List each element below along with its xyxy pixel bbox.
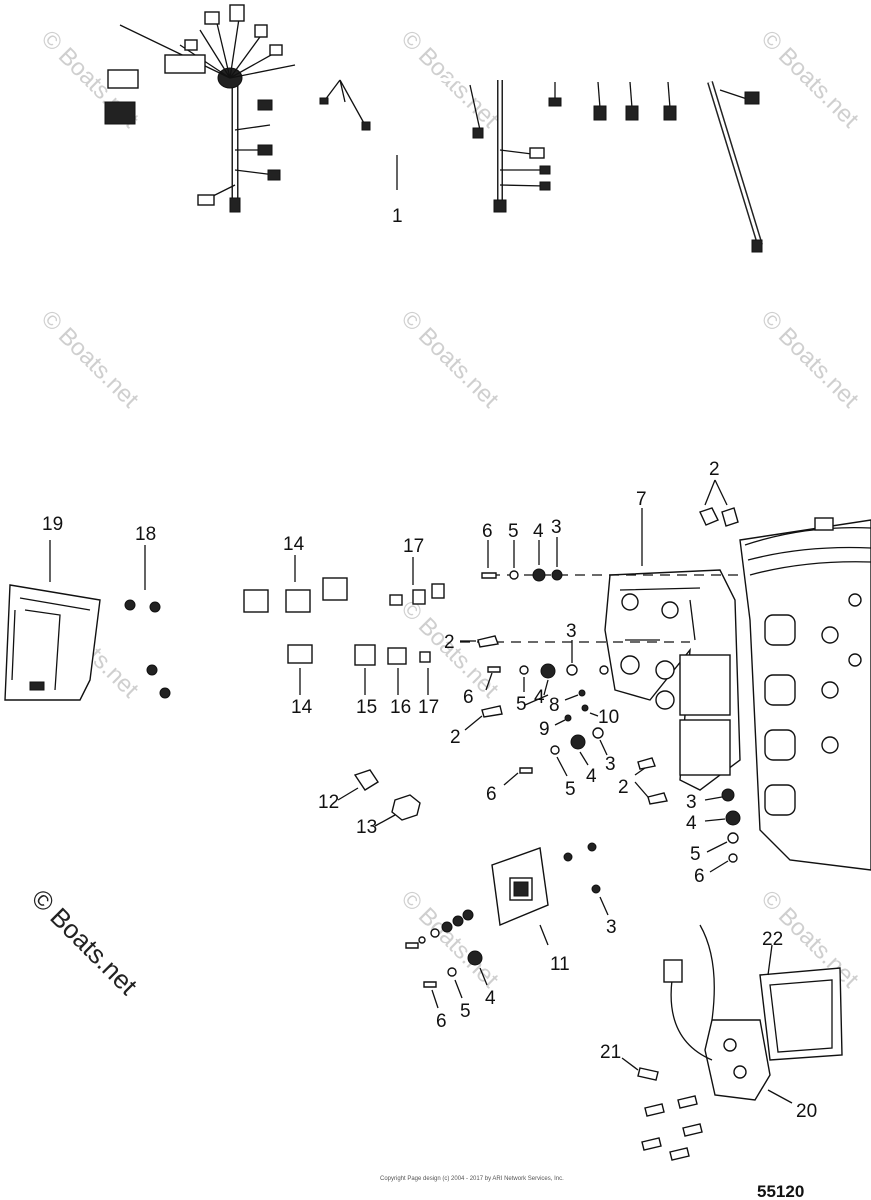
callout-14a: 14 <box>283 534 305 555</box>
callout-4d: 4 <box>686 813 697 834</box>
callout-3b: 3 <box>566 621 577 642</box>
callout-21: 21 <box>600 1042 621 1063</box>
callout-7: 7 <box>636 489 647 510</box>
callout-8: 8 <box>549 695 560 716</box>
callout-16: 16 <box>390 697 411 718</box>
callout-12: 12 <box>318 792 339 813</box>
callout-2b: 2 <box>444 632 455 653</box>
callout-17b: 17 <box>418 697 439 718</box>
watermark: © Boats.net <box>396 885 504 993</box>
watermark: © Boats.net <box>396 305 504 413</box>
fasteners-bottom-left[interactable] <box>405 909 488 1009</box>
part-2-clips[interactable] <box>460 479 739 805</box>
callout-18: 18 <box>135 524 156 545</box>
callout-4b: 4 <box>534 687 545 708</box>
callout-5d: 5 <box>690 844 701 865</box>
callout-5b: 5 <box>516 694 527 715</box>
watermark: © Boats.net <box>756 25 864 133</box>
callout-4a: 4 <box>533 521 544 542</box>
part-7-bracket[interactable] <box>604 508 741 791</box>
callout-20: 20 <box>796 1101 817 1122</box>
callout-6c: 6 <box>486 784 497 805</box>
engine-block <box>739 517 871 871</box>
fasteners-lower[interactable] <box>503 727 741 873</box>
part-20-22-cover[interactable] <box>621 924 843 1161</box>
callout-6a: 6 <box>482 521 493 542</box>
callout-11: 11 <box>550 954 570 975</box>
callout-4e: 4 <box>485 988 496 1009</box>
callout-5c: 5 <box>565 779 576 800</box>
part-12-13[interactable] <box>337 769 421 827</box>
callout-9: 9 <box>539 719 550 740</box>
callout-6d: 6 <box>694 866 705 887</box>
callout-2a: 2 <box>709 459 720 480</box>
alignment-lines <box>460 574 770 643</box>
part-11-module[interactable] <box>491 842 609 946</box>
callout-17a: 17 <box>403 536 424 557</box>
callout-22: 22 <box>762 929 783 950</box>
callout-3e: 3 <box>606 917 617 938</box>
callout-3c: 3 <box>605 754 616 775</box>
callout-6e: 6 <box>436 1011 447 1032</box>
fasteners-top[interactable] <box>481 537 563 582</box>
callout-2d: 2 <box>618 777 629 798</box>
callout-3a: 3 <box>551 517 562 538</box>
part-19-cover[interactable] <box>4 540 101 701</box>
watermark-dark: © Boats.net <box>26 883 144 1001</box>
relays[interactable] <box>243 555 445 695</box>
callout-19: 19 <box>42 514 63 535</box>
callout-1: 1 <box>392 206 403 227</box>
wire-harness[interactable] <box>104 4 763 253</box>
figure-number: 55120 <box>757 1182 804 1200</box>
callout-10: 10 <box>598 707 619 728</box>
callout-3d: 3 <box>686 792 697 813</box>
callout-13: 13 <box>356 817 377 838</box>
watermark: © Boats.net <box>756 305 864 413</box>
callout-6b: 6 <box>463 687 474 708</box>
callout-5e: 5 <box>460 1001 471 1022</box>
watermark: © Boats.net <box>36 305 144 413</box>
callout-4c: 4 <box>586 766 597 787</box>
callout-14b: 14 <box>291 697 313 718</box>
copyright-text: Copyright Page design (c) 2004 - 2017 by… <box>380 1176 564 1182</box>
fasteners-middle[interactable] <box>485 640 609 726</box>
callout-2c: 2 <box>450 727 461 748</box>
callout-5a: 5 <box>508 521 519 542</box>
callout-15: 15 <box>356 697 377 718</box>
part-18-grommets[interactable] <box>124 545 171 699</box>
